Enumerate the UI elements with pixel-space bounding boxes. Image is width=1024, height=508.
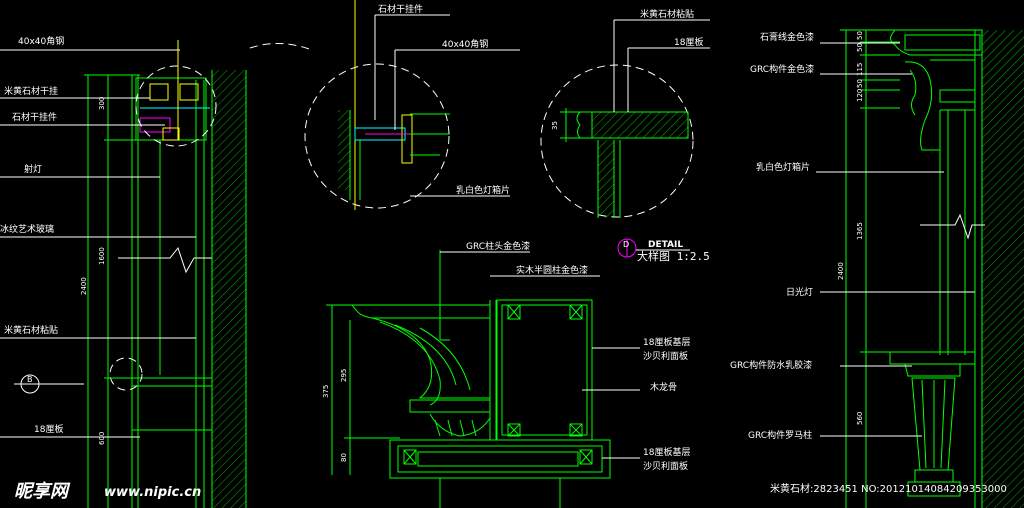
label-sapele-2: 沙贝利面板 — [643, 460, 688, 472]
section-marker-letter: B — [27, 375, 33, 384]
left-wall-hatch — [212, 70, 246, 508]
col-dim-375: 375 — [322, 385, 330, 398]
label-18-base-2: 18厘板基层 — [643, 446, 690, 458]
label-18-base-1: 18厘板基层 — [643, 336, 690, 348]
label-spotlight: 射灯 — [24, 163, 42, 175]
label-c1-stone-hanger: 石材干挂件 — [378, 3, 423, 15]
right-dim-top-1: 50 — [856, 43, 864, 52]
label-grc-roman-column: GRC构件罗马柱 — [748, 429, 812, 441]
label-ice-glass: 冰纹艺术玻璃 — [0, 223, 54, 235]
watermark-url: www.nipic.cn — [104, 485, 201, 500]
left-dim-2400: 2400 — [80, 277, 88, 295]
col-dim-295: 295 — [340, 369, 348, 382]
label-c1-angle-steel: 40x40角钢 — [442, 38, 488, 50]
right-dim-2400: 2400 — [837, 262, 845, 280]
label-grc-waterproof: GRC构件防水乳胶漆 — [730, 359, 812, 371]
label-wood-keel: 木龙骨 — [650, 381, 677, 393]
detail-title: D DETAIL 大样图 1:2.5 — [617, 238, 710, 263]
label-stone-hanger: 石材干挂件 — [12, 111, 57, 123]
right-dim-top-3: 115 — [856, 63, 864, 76]
right-wall-hatch — [982, 30, 1024, 508]
right-dim-top-2: 50 — [856, 31, 864, 40]
label-c2-18-board: 18厘板 — [674, 36, 703, 48]
right-dim-top-5: 120 — [856, 89, 864, 102]
label-r-light-box: 乳白色灯箱片 — [756, 161, 810, 173]
label-fluorescent: 日光灯 — [786, 286, 813, 298]
watermark: 昵享网 www.nipic.cn 米黄石材:2823451 NO:2012101… — [14, 481, 1007, 502]
left-elevation: 300 1600 2400 600 40x40角钢 米黄石材干挂 石材干挂件 射… — [0, 35, 313, 508]
col-dim-80: 80 — [340, 453, 348, 462]
label-angle-steel: 40x40角钢 — [18, 35, 64, 47]
label-stone-paste: 米黄石材粘贴 — [4, 324, 58, 336]
right-elevation: 50 50 115 50 120 1365 2400 560 石膏线金色漆 GR… — [730, 29, 1024, 508]
left-dim-1600: 1600 — [98, 247, 106, 265]
detail-word: DETAIL — [648, 240, 683, 250]
label-c2-dim-35: 35 — [551, 121, 559, 130]
detail-scale-title: 大样图 1:2.5 — [637, 249, 710, 263]
left-dim-600: 600 — [98, 432, 106, 445]
label-stone-dry-hang: 米黄石材干挂 — [4, 85, 58, 97]
label-gypsum-line: 石膏线金色漆 — [760, 31, 814, 43]
label-c2-stone-paste: 米黄石材粘贴 — [640, 8, 694, 20]
watermark-brand: 昵享网 — [14, 481, 71, 502]
section-marker-b: B — [14, 374, 84, 394]
label-18-board-left: 18厘板 — [34, 423, 63, 435]
right-dim-560: 560 — [856, 412, 864, 425]
label-sapele-1: 沙贝利面板 — [643, 350, 688, 362]
right-dim-1365: 1365 — [856, 222, 864, 240]
right-dim-top-4: 50 — [856, 79, 864, 88]
label-grc-capital: GRC柱头金色漆 — [466, 240, 530, 252]
column-section: 375 295 80 — [322, 240, 690, 508]
label-c1-light-box: 乳白色灯箱片 — [456, 184, 510, 196]
label-half-column: 实木半圆柱金色漆 — [516, 264, 588, 276]
label-grc-gold: GRC构件金色漆 — [750, 63, 814, 75]
detail-circle-2: 35 米黄石材粘贴 18厘板 — [540, 8, 710, 218]
detail-circle-1: 石材干挂件 40x40角钢 乳白色灯箱片 — [304, 0, 520, 210]
detail-marker-letter: D — [623, 240, 629, 249]
left-dim-300: 300 — [98, 97, 106, 110]
watermark-caption: 米黄石材:2823451 NO:20121014084209353000 — [770, 482, 1007, 495]
